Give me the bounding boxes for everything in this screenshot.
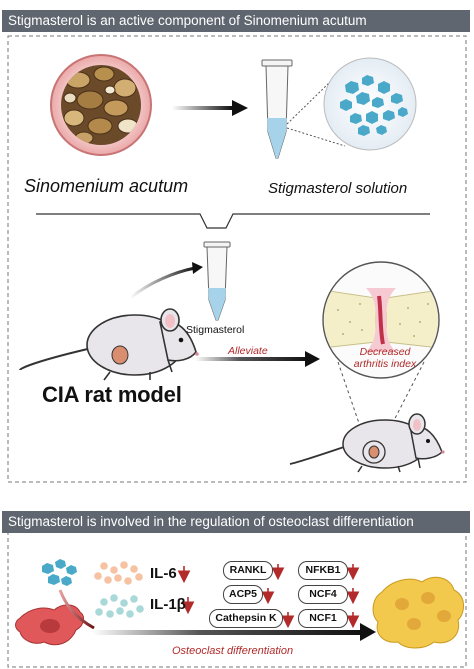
macrophage-cell <box>15 604 84 646</box>
cytokine-il1b: IL-1β <box>150 596 186 613</box>
treated-rat-illustration <box>289 413 445 473</box>
marker-ncf4: NCF4 <box>298 585 348 604</box>
marker-down-arrows <box>261 564 360 629</box>
administration-arrow <box>129 266 196 300</box>
joint-zoom-line-left <box>337 361 363 433</box>
marker-rankl: RANKL <box>223 561 273 580</box>
top-panel-border <box>7 35 467 483</box>
marker-cathepsin-k: Cathepsin K <box>209 609 283 628</box>
crystal-cluster-small <box>42 559 77 586</box>
tube-icon <box>261 59 293 159</box>
differentiation-arrowhead <box>360 623 376 641</box>
joint-zoom-line-right <box>387 361 425 433</box>
il6-dots <box>94 561 143 585</box>
model-label: CIA rat model <box>42 382 182 407</box>
process-label: Osteoclast differentiation <box>172 645 294 657</box>
alleviate-arrowhead <box>305 351 320 367</box>
joint-zoom-circle <box>322 261 440 379</box>
alleviate-arrow <box>195 357 307 361</box>
marker-nfkb1: NFKB1 <box>298 561 348 580</box>
outcome-line2: arthritis index <box>353 358 417 370</box>
funnel-divider <box>36 213 430 229</box>
solution-label: Stigmasterol solution <box>268 180 408 197</box>
herb-slices-image <box>50 54 152 156</box>
extraction-arrow <box>172 100 248 116</box>
bottom-panel-banner: Stigmasterol is involved in the regulati… <box>2 511 470 533</box>
top-panel-banner: Stigmasterol is an active component of S… <box>2 10 470 32</box>
tube-label: Stigmasterol <box>186 324 245 336</box>
differentiation-arrow <box>92 630 362 635</box>
alleviate-label: Alleviate <box>228 345 268 357</box>
crystal-cluster <box>340 75 408 136</box>
administration-arrowhead <box>192 262 203 274</box>
marker-ncf1: NCF1 <box>298 609 348 628</box>
marker-acp5: ACP5 <box>223 585 263 604</box>
il1b-dots <box>95 594 144 618</box>
cytokine-il6: IL-6 <box>150 565 177 582</box>
outcome-line1: Decreased <box>359 346 411 358</box>
bottom-panel-border <box>7 531 467 668</box>
osteoclast-cell <box>372 576 464 649</box>
herb-label: Sinomenium acutum <box>24 176 189 196</box>
tube-icon-2 <box>203 241 231 321</box>
crystal-zoom-circle <box>323 57 417 151</box>
rat-illustration <box>19 308 199 381</box>
